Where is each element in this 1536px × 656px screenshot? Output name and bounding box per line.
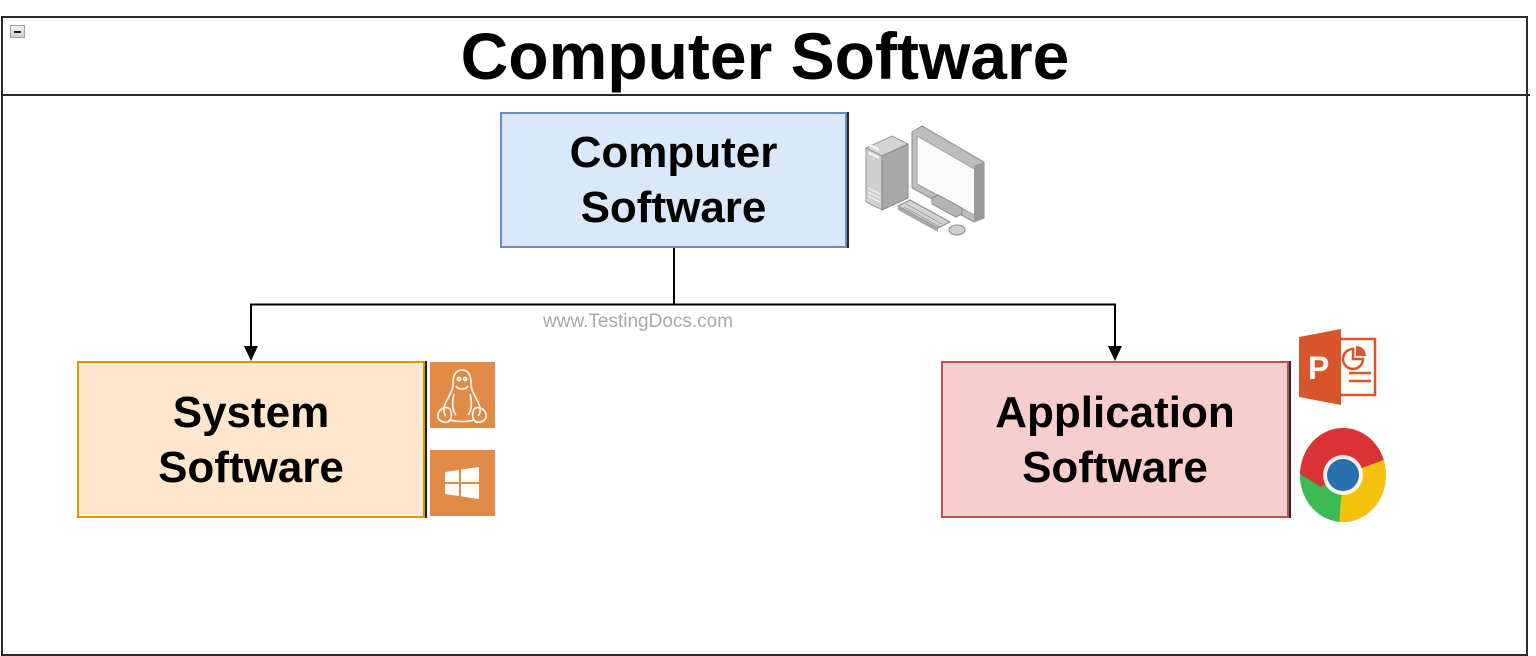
svg-text:P: P xyxy=(1308,350,1329,386)
node-label-line1: Computer xyxy=(569,128,778,177)
edge-root-to-system xyxy=(244,248,675,361)
windows-logo-icon xyxy=(430,450,495,516)
powerpoint-icon: P xyxy=(1299,329,1377,405)
node-computer-software[interactable]: Computer Software xyxy=(500,112,847,248)
diagram-title: Computer Software xyxy=(460,19,1070,93)
node-label-line2: Software xyxy=(1022,442,1208,492)
desktop-computer-icon xyxy=(864,125,985,236)
node-application-software[interactable]: Application Software xyxy=(941,361,1289,518)
edge-root-to-application xyxy=(674,303,1122,361)
chrome-icon xyxy=(1300,428,1386,522)
node-label-line2: Software xyxy=(158,442,344,492)
node-label-line1: Application xyxy=(995,387,1235,437)
header-divider xyxy=(1,94,1530,96)
connector-lines xyxy=(244,248,1122,361)
watermark: www.TestingDocs.com xyxy=(543,311,734,332)
minus-square-icon[interactable] xyxy=(10,25,25,38)
linux-tux-icon xyxy=(430,362,495,428)
node-label-line2: Software xyxy=(580,183,767,232)
node-label-line1: System xyxy=(172,387,330,437)
node-system-software[interactable]: System Software xyxy=(77,361,425,518)
